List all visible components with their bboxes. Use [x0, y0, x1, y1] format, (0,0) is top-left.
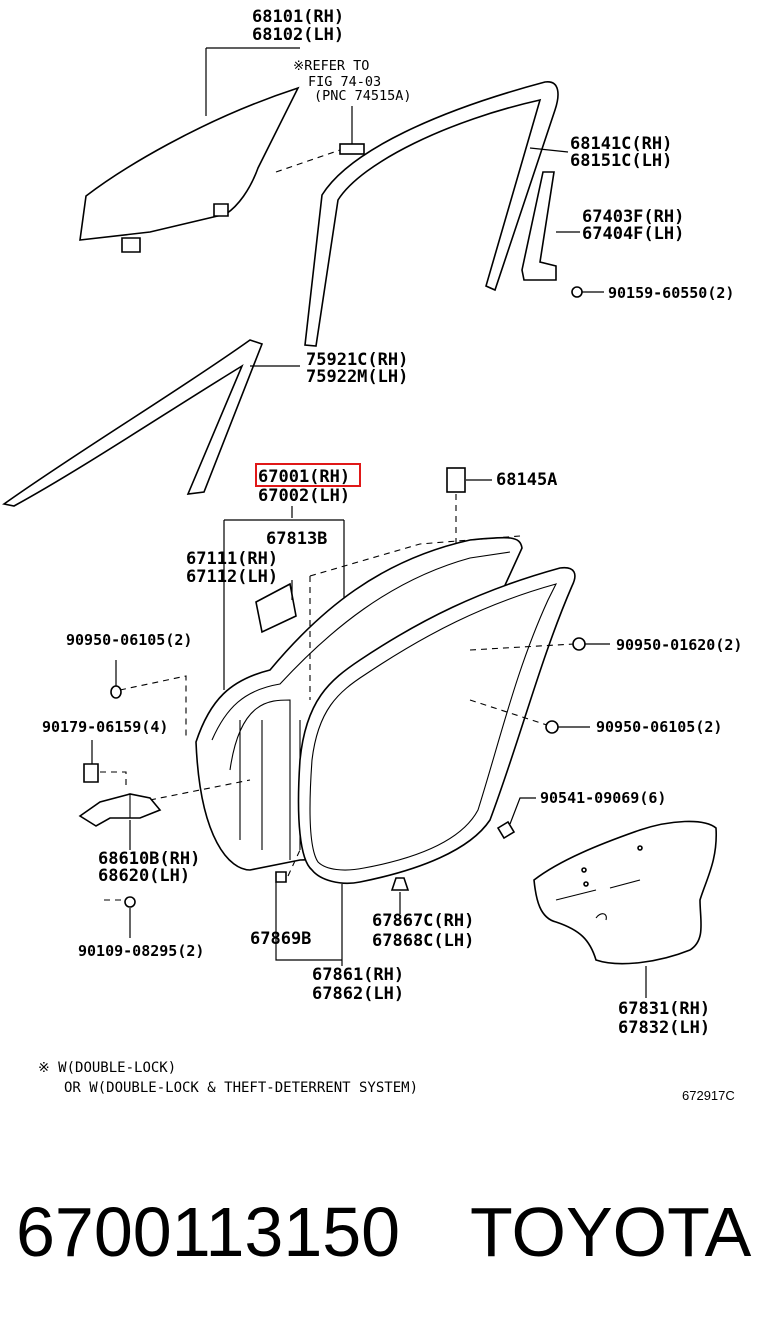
note-line-1: ※ W(DOUBLE-LOCK)	[38, 1060, 176, 1076]
door-glass-drawing	[79, 86, 300, 253]
panel-drawing	[255, 582, 297, 634]
label-door-rh: 67001(RH)	[258, 467, 350, 487]
label-hinge-rh: 68610B(RH)	[98, 849, 200, 869]
label-67868: 67868C(LH)	[372, 931, 474, 951]
leader-dash-67869	[287, 849, 301, 877]
figure-code: 672917C	[682, 1088, 735, 1103]
label-wstrip-lh: 67862(LH)	[312, 984, 404, 1004]
label-plug-left: 90950-06105(2)	[66, 631, 192, 649]
label-refer-3: (PNC 74515A)	[314, 88, 412, 104]
fastener-67867-drawing	[390, 877, 410, 891]
leader-dash-plug-left	[119, 675, 187, 740]
note-line-2: OR W(DOUBLE-LOCK & THEFT-DETERRENT SYSTE…	[64, 1080, 418, 1096]
label-plug-right-mid: 90950-06105(2)	[596, 718, 722, 736]
weatherstrip-drawing	[297, 566, 576, 885]
label-glass-lh: 68102(LH)	[252, 25, 344, 45]
label-bolt-bottom: 90109-08295(2)	[78, 942, 204, 960]
clip-90541-drawing	[496, 820, 516, 840]
bolt-bottom-drawing	[124, 896, 136, 908]
label-runch-rh: 68141C(RH)	[570, 134, 672, 154]
leader-clip-90541	[509, 797, 536, 825]
caption-part-number: 6700113150	[16, 1193, 400, 1271]
label-seal-68145: 68145A	[496, 470, 557, 490]
label-door-lh: 67002(LH)	[258, 486, 350, 506]
label-67813: 67813B	[266, 529, 327, 549]
screw-67869-drawing	[275, 871, 287, 883]
label-plug-right-top: 90950-01620(2)	[616, 636, 742, 654]
label-clip-90541: 90541-09069(6)	[540, 789, 666, 807]
hinge-bolt-drawing	[83, 763, 99, 783]
label-mold-lh: 75922M(LH)	[306, 367, 408, 387]
label-bolt-hinge: 90179-06159(4)	[42, 718, 168, 736]
leader-dash-bolt	[100, 771, 127, 790]
moulding-drawing	[2, 339, 264, 507]
label-67867: 67867C(RH)	[372, 911, 474, 931]
leader-67869	[275, 882, 342, 961]
plug-left-drawing	[110, 685, 122, 699]
label-runch-lh: 68151C(LH)	[570, 151, 672, 171]
sash-drawing	[521, 171, 557, 281]
label-refer-1: ※REFER TO	[293, 58, 369, 74]
plug-right-mid-drawing	[545, 720, 559, 734]
hinge-drawing	[78, 793, 162, 827]
label-mold-rh: 75921C(RH)	[306, 350, 408, 370]
run-channel-drawing	[304, 81, 559, 347]
label-refer-2: FIG 74-03	[308, 74, 381, 90]
label-glass-rh: 68101(RH)	[252, 7, 344, 27]
label-wstrip-rh: 67861(RH)	[312, 965, 404, 985]
leader-runch	[529, 147, 569, 153]
label-cover-rh: 67831(RH)	[618, 999, 710, 1019]
label-hinge-lh: 68620(LH)	[98, 866, 190, 886]
leader-dash-top	[309, 535, 521, 577]
highlight-box	[255, 463, 361, 487]
bolt-sash-drawing	[571, 286, 583, 298]
label-panel-lh: 67112(LH)	[186, 567, 278, 587]
label-cover-lh: 67832(LH)	[618, 1018, 710, 1038]
regulator-clip-drawing	[339, 143, 365, 155]
plug-right-top-drawing	[572, 637, 586, 651]
service-cover-drawing	[533, 820, 717, 965]
label-sash-rh: 67403F(RH)	[582, 207, 684, 227]
label-sash-lh: 67404F(LH)	[582, 224, 684, 244]
caption-brand: TOYOTA	[470, 1193, 752, 1271]
label-67869: 67869B	[250, 929, 311, 949]
label-panel-rh: 67111(RH)	[186, 549, 278, 569]
seal-68145-drawing	[446, 467, 466, 493]
leader-dash-glass	[275, 149, 341, 173]
leader-dash-hinge	[149, 779, 251, 801]
leader-dash-plug-mid	[469, 699, 551, 727]
label-bolt-sash: 90159-60550(2)	[608, 284, 734, 302]
